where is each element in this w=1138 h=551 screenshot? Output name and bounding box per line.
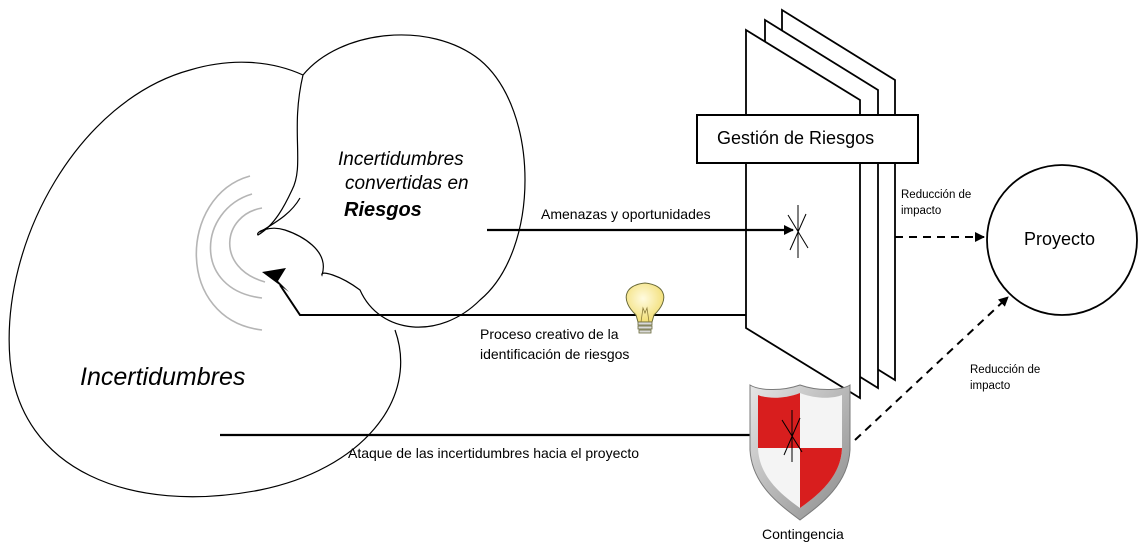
impact-mark-bottom — [781, 410, 803, 462]
project-circle — [986, 164, 1138, 316]
converted-risks-blob — [257, 34, 526, 328]
echo-arcs — [195, 175, 266, 331]
dashed-arrow-bottom — [854, 296, 1009, 441]
impact-mark-top — [787, 205, 809, 258]
lightbulb-icon — [625, 282, 665, 334]
impact-reduction-bottom-line2: impacto — [970, 380, 1011, 392]
threats-opportunities-label: Amenazas y oportunidades — [541, 206, 711, 222]
shield-icon — [749, 384, 851, 521]
risk-management-box — [696, 114, 919, 164]
converted-risks-line2: convertidas en — [345, 173, 469, 194]
uncertainties-circle — [8, 61, 402, 498]
risk-management-label: Gestión de Riesgos — [717, 128, 875, 148]
creative-process-line1: Proceso creativo de la — [480, 326, 619, 342]
impact-reduction-top-line2: impacto — [901, 205, 942, 217]
contingency-label: Contingencia — [762, 526, 844, 542]
impact-reduction-top-line1: Reducción de — [901, 189, 972, 201]
small-inner-arc — [259, 197, 301, 233]
uncertainties-label: Incertidumbres — [80, 363, 246, 391]
attack-label: Ataque de las incertidumbres hacia el pr… — [348, 445, 640, 461]
creative-process-line2: identificación de riesgos — [480, 346, 630, 362]
feedback-line — [279, 284, 792, 316]
project-label: Proyecto — [1024, 229, 1096, 249]
converted-risks-line1: Incertidumbres — [338, 149, 464, 170]
converted-risks-line3: Riesgos — [344, 199, 422, 221]
impact-reduction-bottom-line1: Reducción de — [970, 364, 1041, 376]
feedback-arrowhead — [262, 268, 289, 292]
risk-management-panels — [745, 8, 896, 400]
